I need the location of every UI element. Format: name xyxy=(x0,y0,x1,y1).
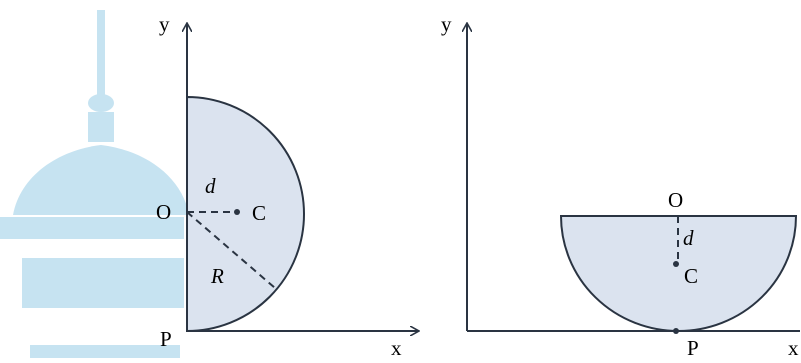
left-centroid-label: C xyxy=(252,201,266,225)
left-origin-label: O xyxy=(156,200,171,224)
left-y-axis-label: y xyxy=(159,12,170,36)
right-distance-label: d xyxy=(683,226,694,250)
watermark-band-upper xyxy=(0,217,184,239)
left-figure: y x O C d R P xyxy=(156,12,418,360)
watermark-lantern xyxy=(88,112,114,142)
left-x-axis-label: x xyxy=(391,336,402,358)
left-radius-label: R xyxy=(210,264,224,288)
right-point-p-label: P xyxy=(687,336,699,358)
right-centroid-dot xyxy=(673,261,679,267)
left-radius-line xyxy=(186,211,276,289)
right-origin-label: O xyxy=(668,188,683,212)
left-point-p-label: P xyxy=(160,327,172,351)
right-centroid-label: C xyxy=(684,264,698,288)
watermark-spire-knob xyxy=(88,94,114,112)
left-centroid-dot xyxy=(234,209,240,215)
right-contact-dot xyxy=(673,328,679,334)
left-half-disk xyxy=(186,95,305,333)
watermark-spire xyxy=(97,10,105,100)
watermark-base xyxy=(30,345,180,358)
right-figure: y x O C d P xyxy=(441,12,800,360)
watermark-band-lower xyxy=(22,258,184,308)
watermark-dome xyxy=(13,145,189,215)
watermark-building xyxy=(0,10,189,358)
right-x-axis-label: x xyxy=(788,336,799,358)
right-y-axis-label: y xyxy=(441,12,452,36)
left-distance-label: d xyxy=(205,174,216,198)
